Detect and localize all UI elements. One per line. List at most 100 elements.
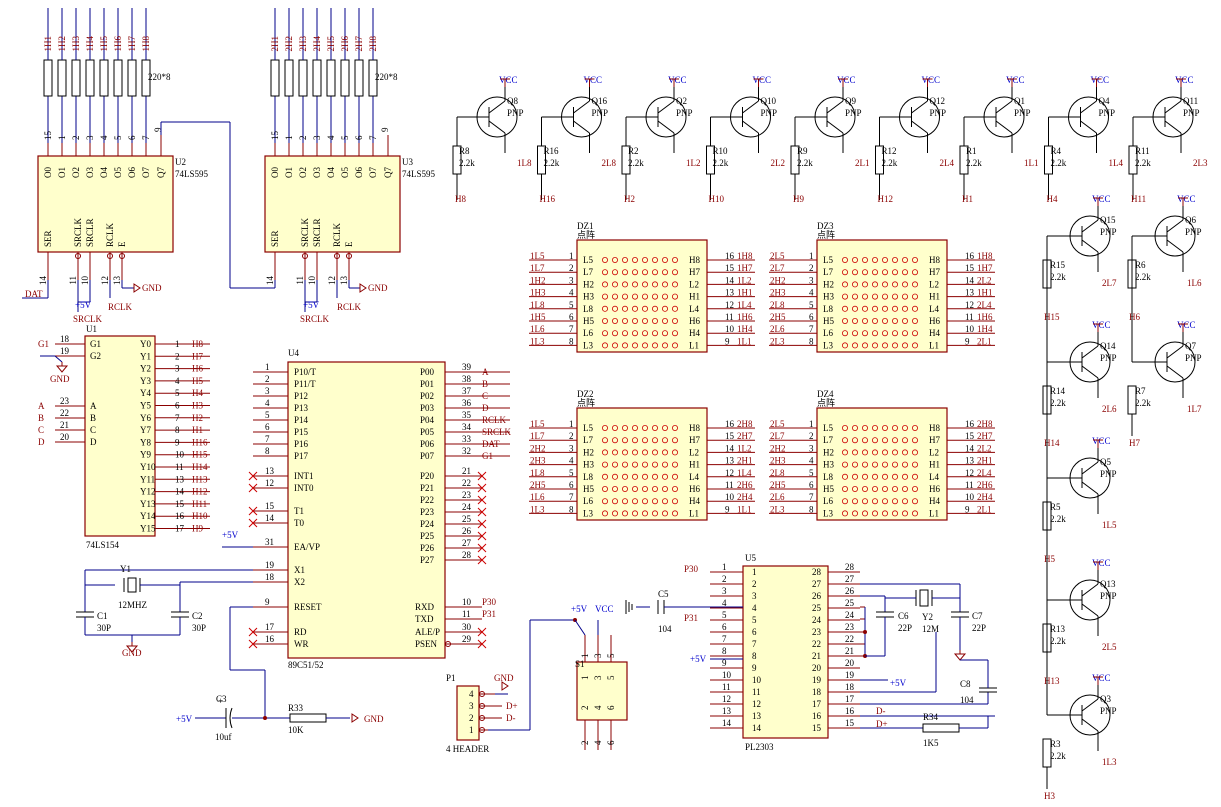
led-dot	[602, 485, 609, 492]
led-dot	[872, 437, 879, 444]
c7-value: 22P	[972, 623, 986, 633]
led-dot	[902, 461, 909, 468]
pin-name: H8	[689, 423, 700, 433]
led-dot	[672, 342, 679, 349]
pin-number: 17	[845, 694, 855, 704]
pin-name: P21	[420, 483, 434, 493]
pin-name: P16	[294, 439, 309, 449]
resistor	[113, 59, 123, 97]
bubble	[479, 691, 485, 697]
pin-number: 14	[265, 513, 275, 523]
pin-number: 5	[265, 410, 270, 420]
led-dot	[892, 269, 899, 276]
signal-label: 1H7	[737, 263, 753, 273]
pin-name: P15	[294, 427, 309, 437]
led-dot	[902, 449, 909, 456]
resistor-ref: R11	[1135, 146, 1150, 156]
pin-number: 25	[462, 514, 472, 524]
led-dot	[642, 269, 649, 276]
pin-name: O1	[284, 167, 294, 178]
led-dot	[882, 510, 889, 517]
resistor-ref: R6	[1135, 260, 1146, 270]
pin-number: 2	[298, 136, 308, 141]
signal-label: 2H4	[977, 492, 993, 502]
signal-label: H16	[192, 437, 208, 447]
pin-number: 1	[469, 725, 474, 735]
wire	[1164, 100, 1182, 114]
pin-name: 11	[752, 687, 761, 697]
led-dot	[672, 317, 679, 324]
signal-label: 2H8	[977, 419, 993, 429]
transistor-ref: Q13	[1100, 579, 1116, 589]
chip-ref: U3	[402, 157, 413, 167]
transistor-type: PNP	[1099, 108, 1116, 118]
led-dot	[862, 293, 869, 300]
pin-number: 4	[809, 288, 814, 298]
led-dot	[652, 473, 659, 480]
pin-number: 11	[175, 462, 184, 472]
pin-number: 28	[462, 550, 472, 560]
pin-number: 14	[175, 487, 185, 497]
pin-number: 18	[845, 682, 855, 692]
led-dot	[842, 342, 849, 349]
wire	[573, 100, 590, 114]
led-dot	[642, 317, 649, 324]
c6-label: C6	[898, 611, 909, 621]
pin-number: 22	[845, 634, 854, 644]
led-dot	[902, 498, 909, 505]
transistor-type: PNP	[1185, 227, 1202, 237]
signal-label: H3	[192, 401, 203, 411]
pin-name: H7	[929, 435, 940, 445]
pin-name: O2	[71, 167, 81, 178]
pin-number: 15	[965, 263, 975, 273]
gnd-arrow	[133, 283, 141, 293]
pin-name: L6	[823, 496, 833, 506]
pin-name: G1	[90, 339, 101, 349]
led-dot	[912, 473, 919, 480]
pin-name: Y1	[140, 351, 151, 361]
pin-name: 7	[752, 639, 757, 649]
pin-number: 14	[725, 275, 735, 285]
signal-label: H7	[192, 351, 203, 361]
led-dot	[602, 317, 609, 324]
pin-name: 18	[812, 687, 822, 697]
pin-name: 4	[593, 705, 603, 710]
pin-number: 5	[569, 300, 574, 310]
pin-number: 16	[725, 251, 735, 261]
output-label: 1H4	[85, 36, 95, 52]
pin-name: L8	[583, 304, 593, 314]
pin-number: 27	[845, 574, 855, 584]
led-dot	[872, 293, 879, 300]
signal-label: 1H4	[737, 324, 753, 334]
led-dot	[912, 437, 919, 444]
signal-label: SRCLK	[482, 427, 512, 437]
capacitor-c1	[76, 611, 94, 618]
resistor-ref: R14	[1050, 386, 1066, 396]
p1-body	[456, 685, 480, 741]
signal-label: 2H1	[737, 456, 753, 466]
transistor-type: PNP	[1100, 591, 1117, 601]
pin-number: 9	[153, 127, 163, 132]
led-dot	[872, 473, 879, 480]
signal-label: 1L8	[530, 300, 545, 310]
resistor-ref: R7	[1135, 386, 1146, 396]
vcc-label: VCC	[1177, 194, 1196, 204]
output-label: 1H8	[141, 36, 151, 52]
pin-name: Q7	[383, 167, 393, 178]
dz-sub: 点阵	[817, 397, 835, 408]
led-dot	[642, 342, 649, 349]
pin-name: Y7	[140, 425, 151, 435]
led-dot	[882, 449, 889, 456]
led-dot	[612, 269, 619, 276]
resistor	[284, 59, 294, 97]
led-dot	[652, 437, 659, 444]
led-dot	[612, 424, 619, 431]
led-dot	[662, 424, 669, 431]
pin-number: 19	[265, 560, 275, 570]
resistor	[354, 59, 364, 97]
led-dot	[872, 449, 879, 456]
led-dot	[882, 281, 889, 288]
pin-name: Y13	[140, 499, 156, 509]
pin-name: 5	[752, 615, 757, 625]
pin-number: 4	[326, 135, 336, 140]
